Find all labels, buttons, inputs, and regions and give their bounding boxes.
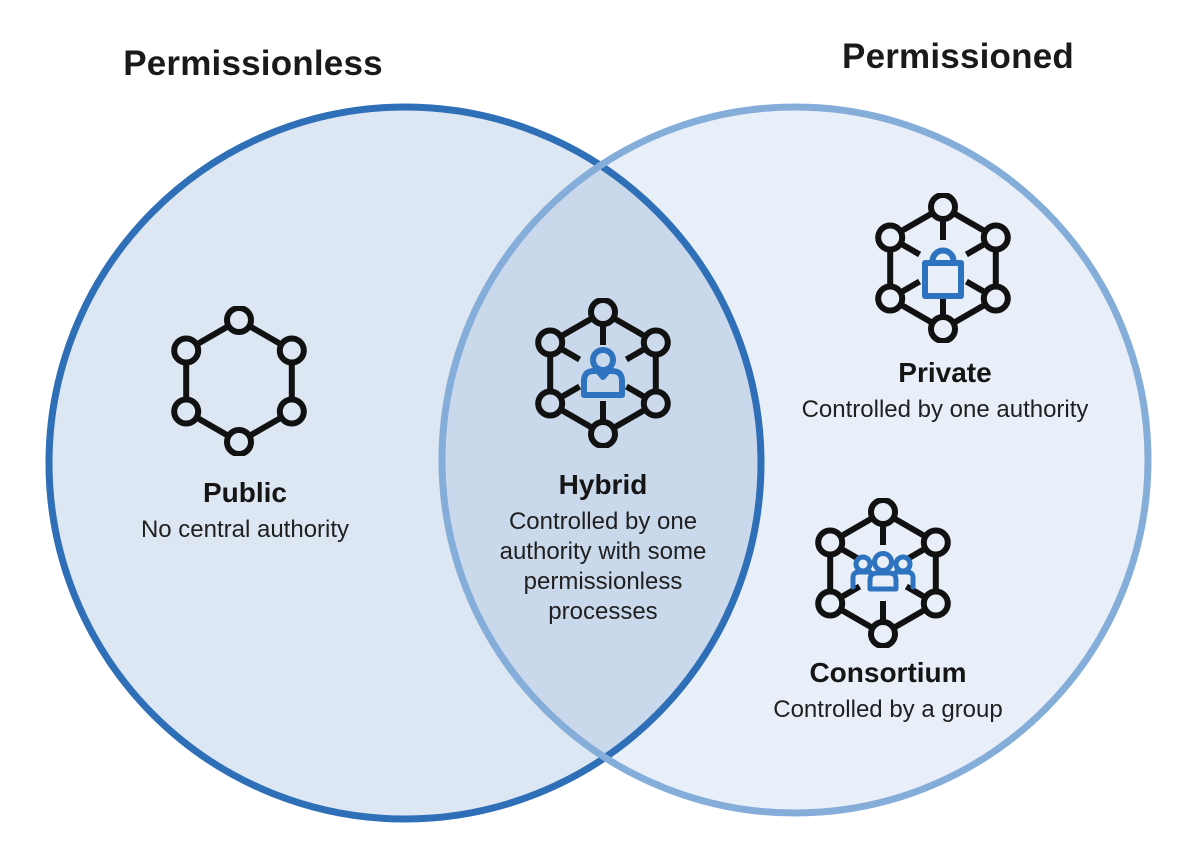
consortium-region-text: Consortium Controlled by a group bbox=[728, 656, 1048, 725]
permissionless-title: Permissionless bbox=[123, 44, 383, 83]
permissioned-circle-border bbox=[438, 103, 1152, 817]
network-icon bbox=[171, 306, 307, 456]
network-lock-icon bbox=[875, 193, 1011, 343]
public-description: No central authority bbox=[140, 515, 350, 543]
hybrid-region-text: Hybrid Controlled by one authority with … bbox=[485, 468, 721, 627]
group-glyph bbox=[850, 551, 916, 592]
hybrid-label: Hybrid bbox=[558, 469, 648, 500]
network-person-icon bbox=[535, 298, 671, 448]
network-group-icon bbox=[815, 498, 951, 648]
private-description: Controlled by one authority bbox=[801, 395, 1089, 423]
consortium-label: Consortium bbox=[809, 657, 967, 688]
public-region-text: Public No central authority bbox=[85, 476, 405, 545]
consortium-description: Controlled by a group bbox=[773, 695, 1003, 723]
permissionless-circle-border bbox=[45, 103, 765, 823]
private-region-text: Private Controlled by one authority bbox=[785, 356, 1105, 425]
hybrid-description: Controlled by one authority with some pe… bbox=[499, 507, 707, 625]
permissioned-title: Permissioned bbox=[842, 37, 1074, 76]
person-glyph bbox=[581, 347, 625, 398]
public-label: Public bbox=[202, 477, 287, 508]
lock-glyph bbox=[922, 247, 964, 299]
private-label: Private bbox=[898, 357, 992, 388]
